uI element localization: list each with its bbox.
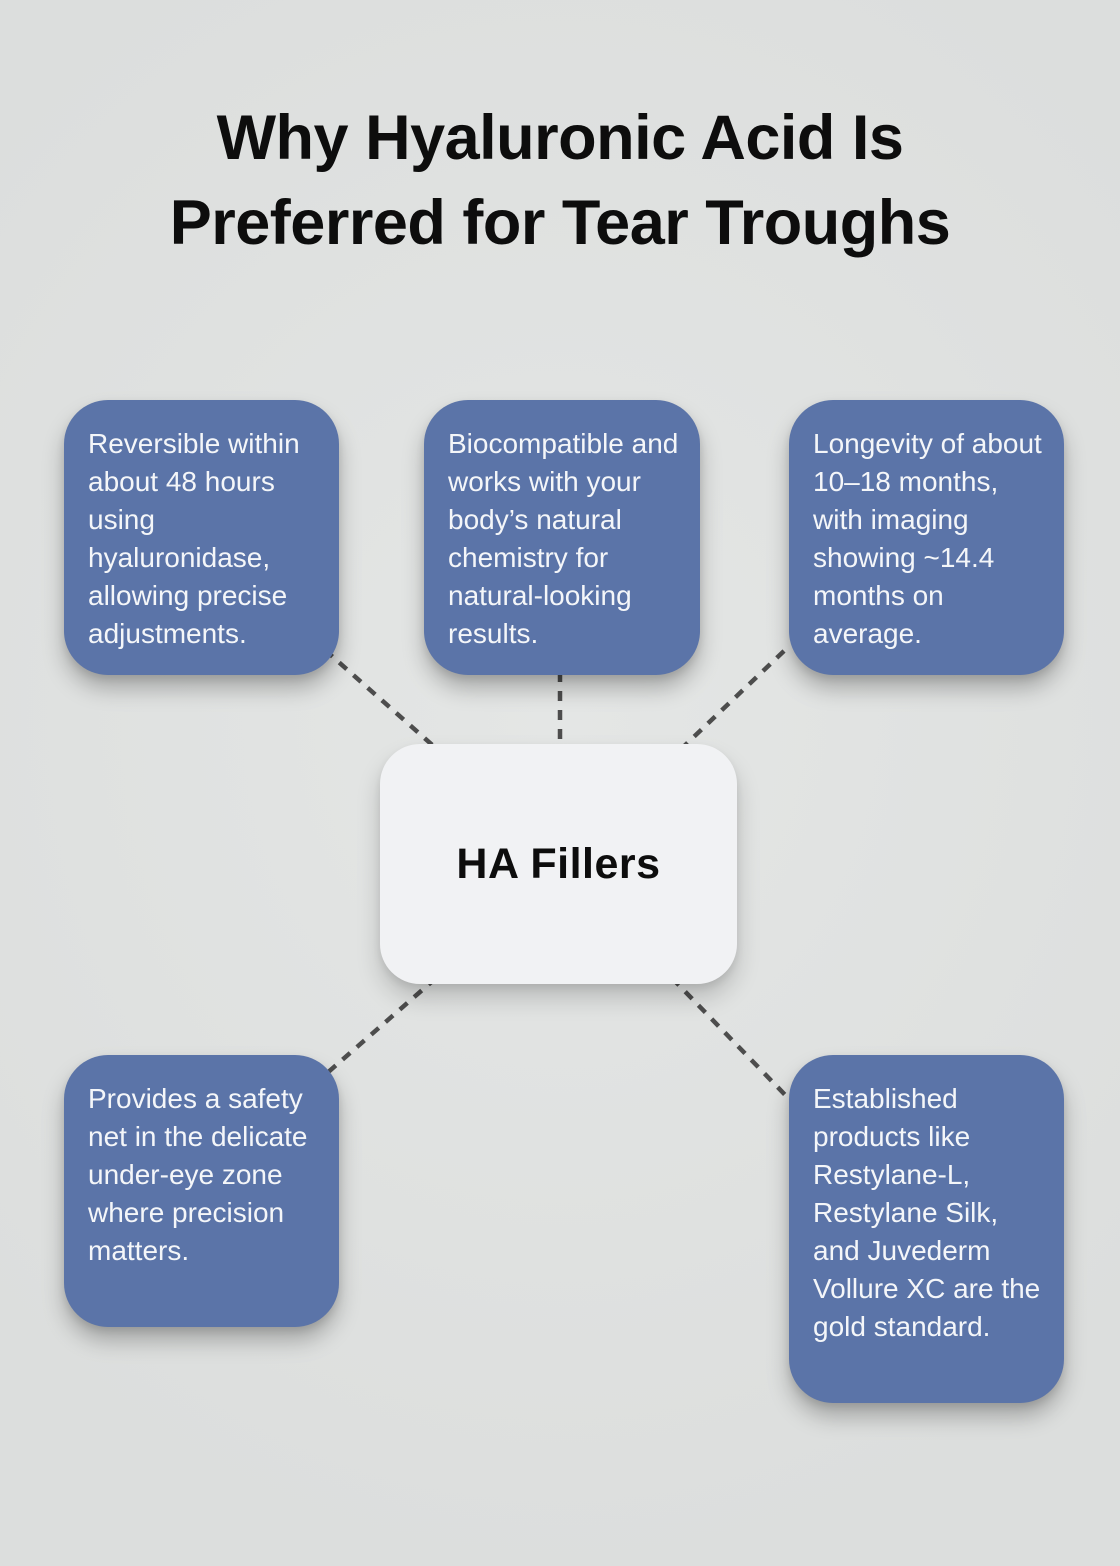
connector-bottom-right: [670, 976, 794, 1104]
page-title: Why Hyaluronic Acid Is Preferred for Tea…: [0, 96, 1120, 266]
node-reversible-text: Reversible within about 48 hours using h…: [88, 428, 300, 649]
connector-top-left: [323, 648, 440, 752]
center-node-label: HA Fillers: [456, 839, 661, 888]
connector-bottom-left: [324, 976, 438, 1076]
node-safety-net: Provides a safety net in the delicate un…: [64, 1055, 339, 1327]
node-reversible: Reversible within about 48 hours using h…: [64, 400, 339, 675]
node-biocompatible-text: Biocompatible and works with your body’s…: [448, 428, 679, 649]
center-node-ha-fillers: HA Fillers: [380, 744, 737, 984]
page-title-line-2: Preferred for Tear Troughs: [169, 188, 951, 258]
node-longevity-text: Longevity of about 10–18 months, with im…: [813, 428, 1042, 649]
node-biocompatible: Biocompatible and works with your body’s…: [424, 400, 700, 675]
node-safety-net-text: Provides a safety net in the delicate un…: [88, 1083, 308, 1266]
node-products: Established products like Restylane-L, R…: [789, 1055, 1064, 1403]
page-title-line-1: Why Hyaluronic Acid Is: [216, 103, 904, 173]
connector-top-right: [678, 649, 786, 752]
node-products-text: Established products like Restylane-L, R…: [813, 1083, 1041, 1342]
node-longevity: Longevity of about 10–18 months, with im…: [789, 400, 1064, 675]
